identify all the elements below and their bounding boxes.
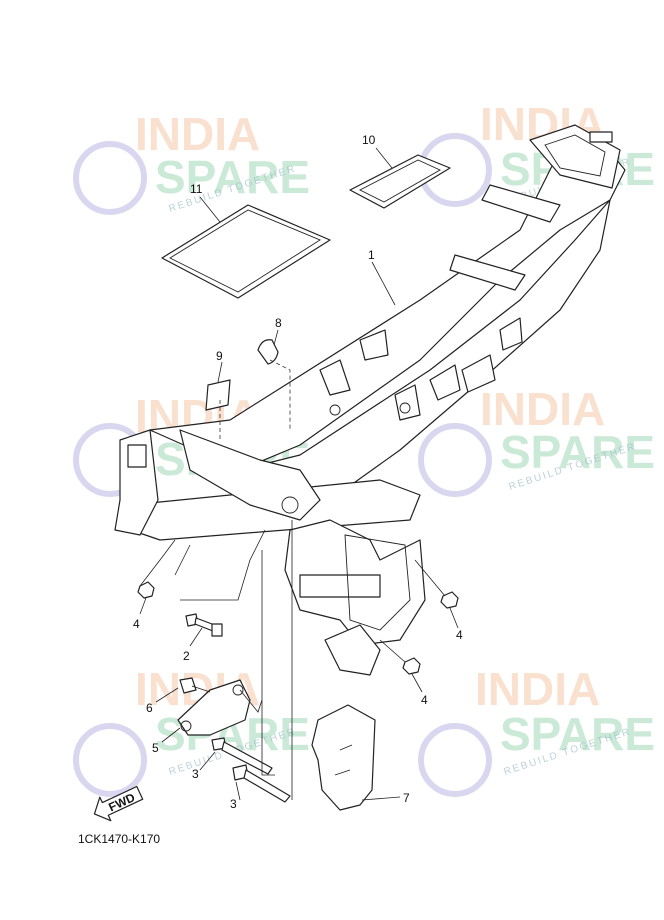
- part-tray[interactable]: [349, 154, 451, 209]
- callout-labels: 1 2 3 3 4 4 4 5 6 7 8 9 10 11: [133, 133, 463, 811]
- callout-leaders: [139, 147, 459, 801]
- part-bracket[interactable]: [177, 679, 251, 736]
- part-main-frame[interactable]: [114, 124, 626, 676]
- part-bolt-2[interactable]: [185, 613, 223, 637]
- watermark-bottom-right: INDIA SPARE REBUILD TOGETHER: [418, 663, 655, 797]
- callout-1: 1: [368, 248, 375, 262]
- fwd-arrow-icon: FWD: [93, 785, 144, 822]
- part-nut-4a[interactable]: [137, 581, 155, 599]
- watermark-line1: INDIA: [475, 663, 600, 715]
- diagram-code: 1CK1470-K170: [78, 832, 161, 846]
- watermark-line1: INDIA: [135, 108, 260, 160]
- part-bolt-3a[interactable]: [211, 737, 273, 775]
- callout-6: 6: [146, 701, 153, 715]
- watermark-line2: SPARE: [155, 151, 310, 203]
- callout-2: 2: [183, 649, 190, 663]
- watermark-logo-icon: [418, 723, 492, 797]
- callout-4c: 4: [421, 693, 428, 707]
- callout-10: 10: [362, 133, 376, 147]
- part-bolt-3b[interactable]: [232, 764, 291, 803]
- watermark-top-left: INDIA SPARE REBUILD TOGETHER: [73, 108, 310, 215]
- part-nut-4c[interactable]: [402, 657, 421, 675]
- watermark-logo-icon: [418, 423, 492, 497]
- watermark-line2: SPARE: [500, 708, 655, 760]
- part-mat[interactable]: [161, 204, 331, 299]
- callout-5: 5: [152, 741, 159, 755]
- callout-3a: 3: [192, 767, 199, 781]
- part-bolt-6[interactable]: [179, 677, 211, 694]
- watermark-line2: SPARE: [500, 426, 655, 478]
- callout-7: 7: [403, 791, 410, 805]
- watermark-mid-right: INDIA SPARE REBUILD TOGETHER: [418, 383, 655, 497]
- part-nut-4b[interactable]: [440, 591, 459, 609]
- part-label[interactable]: [205, 379, 231, 411]
- part-clip[interactable]: [257, 339, 279, 365]
- watermark-line1: INDIA: [480, 383, 605, 435]
- assembly-guides: [139, 359, 446, 800]
- callout-3b: 3: [230, 797, 237, 811]
- callout-4b: 4: [456, 628, 463, 642]
- watermark-logo-icon: [73, 141, 147, 215]
- callout-8: 8: [275, 316, 282, 330]
- callout-4a: 4: [133, 617, 140, 631]
- callout-11: 11: [190, 182, 203, 196]
- part-plate[interactable]: [311, 704, 376, 811]
- callout-9: 9: [216, 349, 223, 363]
- watermark-logo-icon: [73, 723, 147, 797]
